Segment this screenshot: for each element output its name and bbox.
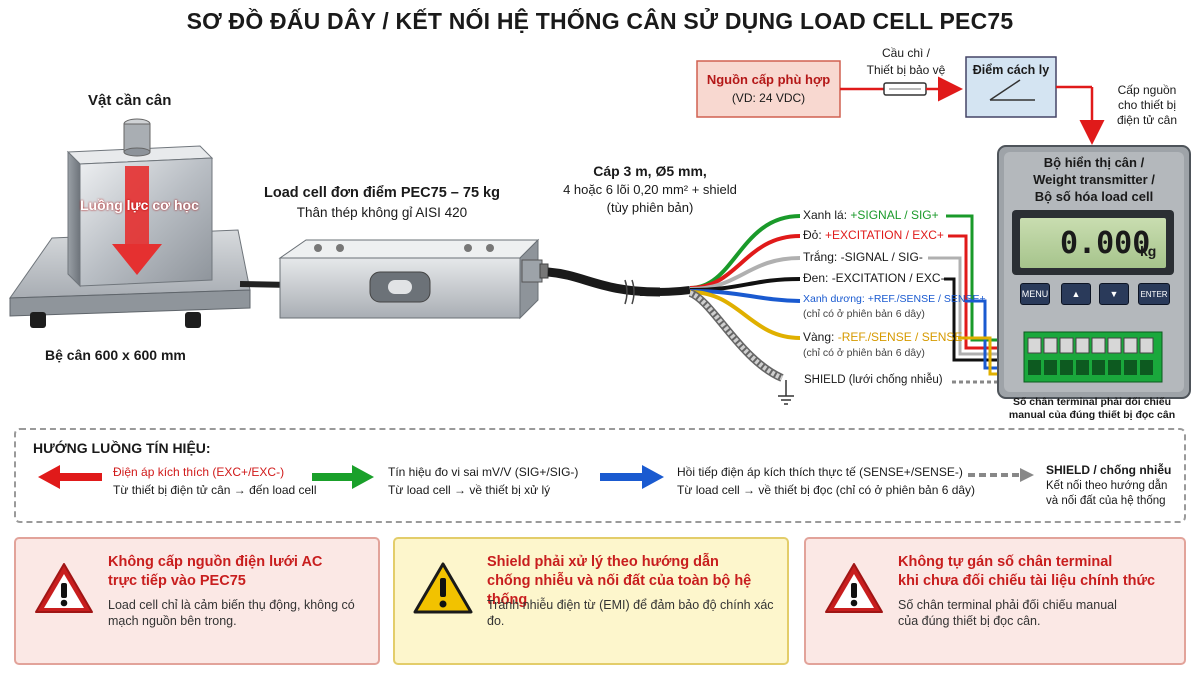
cable-spec-1: Cáp 3 m, Ø5 mm, bbox=[593, 163, 707, 179]
warning-icon bbox=[35, 563, 93, 613]
force-label: Luồng lực cơ học bbox=[80, 197, 199, 213]
cable-spec-3: (tùy phiên bản) bbox=[606, 200, 694, 215]
wire-label-black: Đen: -EXCITATION / EXC- bbox=[803, 271, 945, 285]
platform-label: Bệ cân 600 x 600 mm bbox=[45, 347, 186, 363]
legend-sig-title: Tín hiệu đo vi sai mV/V (SIG+/SIG-) bbox=[388, 465, 579, 479]
lcd-reading: 0.000 bbox=[1060, 226, 1151, 261]
wire-label-green: Xanh lá: +SIGNAL / SIG+ bbox=[803, 208, 939, 222]
wire-label-yellow: Vàng: -REF./SENSE / SENSE- bbox=[803, 330, 967, 344]
down-button[interactable]: ▼ bbox=[1099, 283, 1129, 305]
warning-icon bbox=[825, 563, 883, 613]
signal-legend bbox=[14, 428, 1186, 523]
isolation-box bbox=[965, 56, 1057, 118]
legend-shield-title: SHIELD / chống nhiễu bbox=[1046, 463, 1172, 477]
wire-note-blue: (chỉ có ở phiên bản 6 dây) bbox=[803, 308, 925, 320]
alert-ac-body: Load cell chỉ là cảm biến thụ động, khôn… bbox=[108, 598, 355, 628]
warning-icon bbox=[413, 562, 473, 614]
legend-arrows bbox=[38, 465, 1034, 489]
fuse-label-1: Cầu chì / bbox=[881, 46, 931, 60]
blue-arrow-icon bbox=[600, 465, 664, 489]
legend-sig-desc: Từ load cell → về thiết bị xử lý bbox=[388, 483, 551, 497]
legend-sense-title: Hồi tiếp điện áp kích thích thực tế (SEN… bbox=[677, 465, 963, 479]
isolation-label: Điểm cách ly bbox=[972, 63, 1050, 77]
loadcell-title: Load cell đơn điểm PEC75 – 75 kg bbox=[264, 185, 500, 201]
alert-shield-body: Tránh nhiễu điện từ (EMI) để đảm bảo độ … bbox=[487, 598, 774, 628]
legend-exc-title: Điện áp kích thích (EXC+/EXC-) bbox=[113, 465, 285, 479]
legend-sense-desc: Từ load cell → về thiết bị đọc (chỉ có ở… bbox=[677, 483, 976, 497]
fan-wires bbox=[689, 214, 801, 340]
lcd-unit: kg bbox=[1140, 243, 1157, 259]
wiring-diagram bbox=[9, 56, 1191, 405]
weight-indicator bbox=[997, 145, 1191, 399]
wire-note-yellow: (chỉ có ở phiên bản 6 dây) bbox=[803, 347, 925, 359]
enter-button[interactable]: ENTER bbox=[1138, 283, 1170, 305]
wire-label-red: Đỏ: +EXCITATION / EXC+ bbox=[803, 228, 944, 242]
load-cell-body bbox=[278, 238, 549, 320]
fuse-label-2: Thiết bị bảo vệ bbox=[866, 63, 946, 77]
legend-exc-desc: Từ thiết bị điện tử cân → đến load cell bbox=[113, 483, 317, 497]
wire-label-blue: Xanh dương: +REF./SENSE / SENSE+ bbox=[803, 293, 986, 305]
cable-spec-2: 4 hoặc 6 lõi 0,20 mm² + shield bbox=[563, 182, 737, 197]
power-source-sub: (VD: 24 VDC) bbox=[731, 91, 806, 105]
wire-label-white: Trắng: -SIGNAL / SIG- bbox=[803, 250, 923, 264]
power-source-box bbox=[696, 60, 841, 118]
ground-symbol bbox=[778, 380, 794, 405]
indicator-title: Bộ hiển thị cân /Weight transmitter /Bộ … bbox=[1033, 155, 1155, 204]
red-arrow-icon bbox=[38, 465, 102, 489]
weight-block bbox=[66, 118, 214, 288]
up-button[interactable]: ▲ bbox=[1061, 283, 1091, 305]
legend-heading: HƯỚNG LUỒNG TÍN HIỆU: bbox=[33, 440, 211, 456]
power-source-title: Nguồn cấp phù hợp bbox=[706, 72, 831, 87]
loadcell-material: Thân thép không gỉ AISI 420 bbox=[296, 205, 468, 220]
green-arrow-icon bbox=[312, 465, 374, 489]
object-label: Vật cần cân bbox=[88, 92, 172, 109]
page-title: SƠ ĐỒ ĐẤU DÂY / KẾT NỐI HỆ THỐNG CÂN SỬ … bbox=[186, 8, 1014, 34]
menu-button[interactable]: MENU bbox=[1020, 283, 1050, 305]
shield-label: SHIELD (lưới chống nhiễu) bbox=[804, 374, 943, 386]
